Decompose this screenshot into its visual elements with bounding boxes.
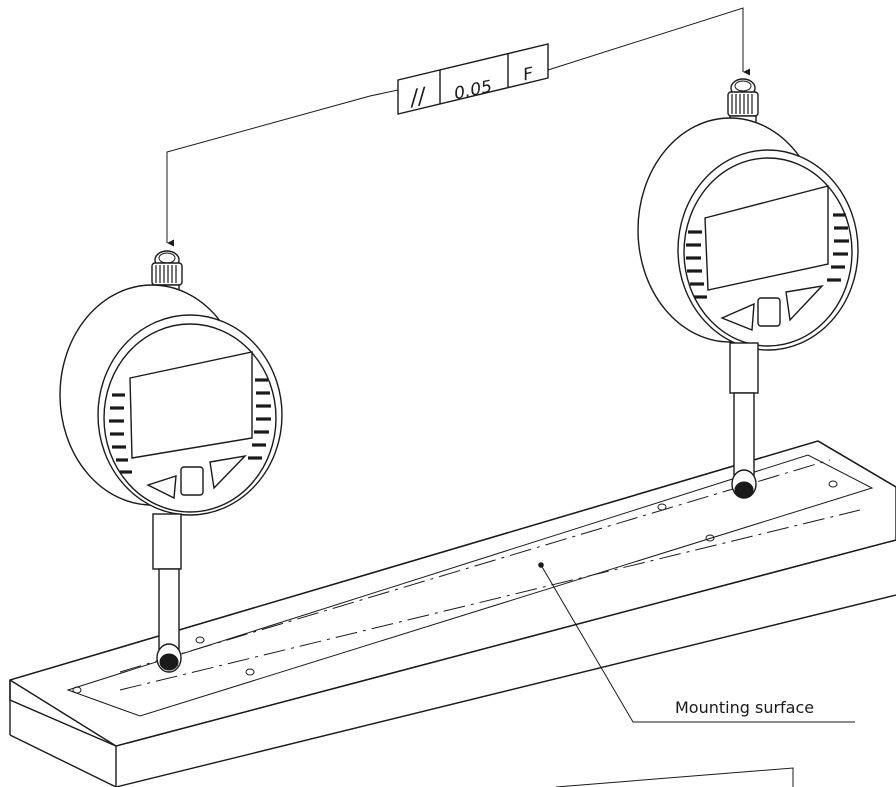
- parallelism-symbol: //: [411, 83, 426, 112]
- mounting-block: [9, 440, 896, 787]
- datum-reference: F: [523, 64, 533, 86]
- mounting-surface-callout: Mounting surface: [540, 564, 855, 723]
- tolerance-leaders: [166, 7, 750, 247]
- dial-indicator-right: [637, 78, 859, 499]
- dial-indicator-left: [59, 250, 283, 673]
- feature-control-frame: // 0.05 F: [397, 43, 549, 115]
- callout-label: Mounting surface: [675, 698, 814, 717]
